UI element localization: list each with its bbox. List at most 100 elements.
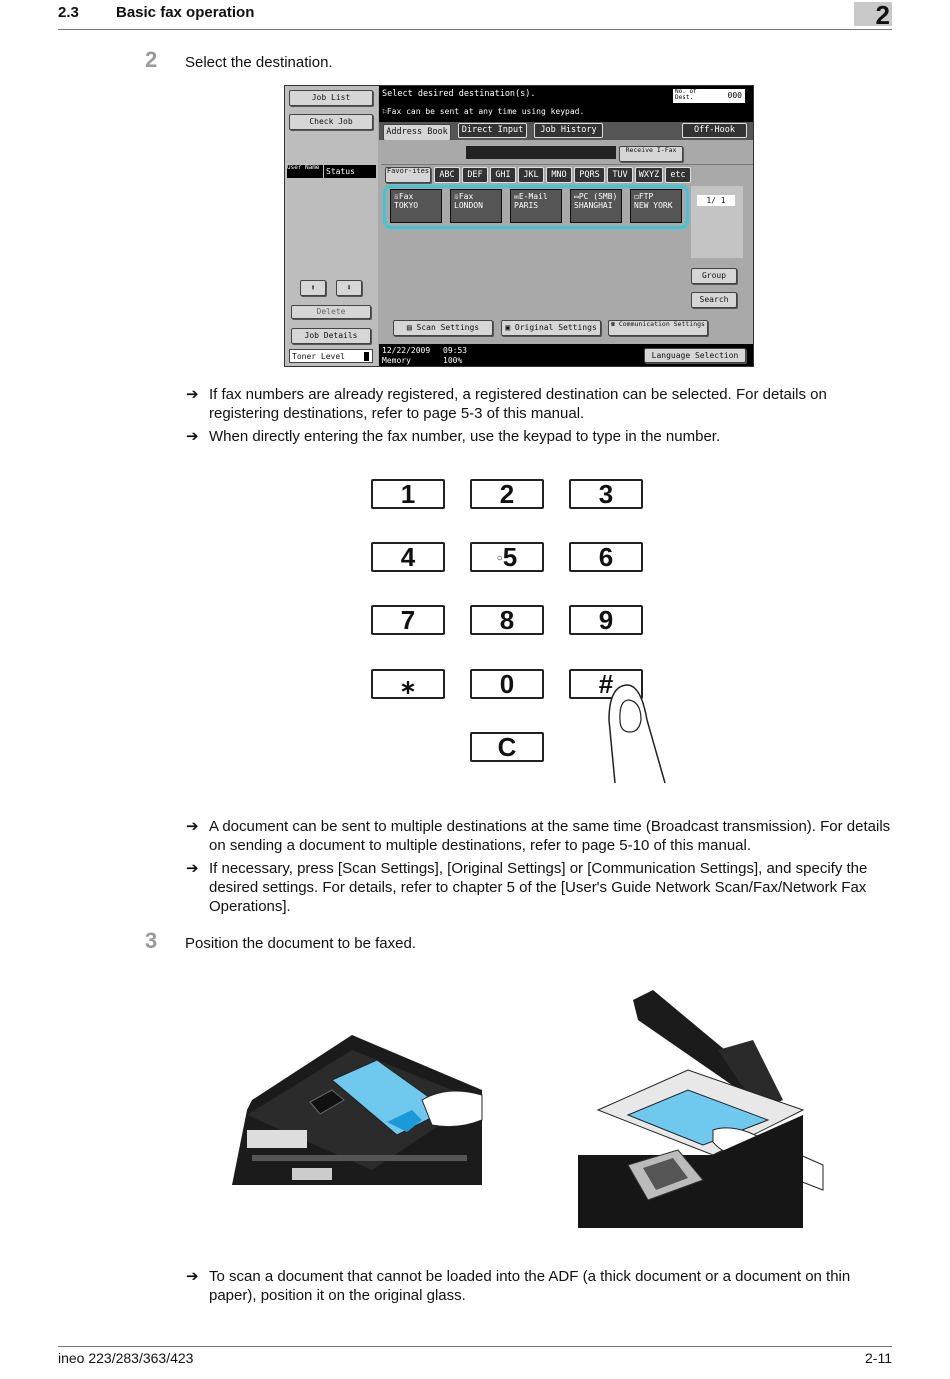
step-number: 2 <box>145 47 158 72</box>
date-text: 12/22/2009 <box>382 346 431 355</box>
email-icon: ✉ <box>514 192 519 201</box>
key-clear: C <box>470 732 544 762</box>
key-asterisk: ⁎ <box>371 669 445 699</box>
index-tab-favorites[interactable]: Favor-ites <box>385 167 431 183</box>
key-0: 0 <box>470 669 544 699</box>
key-5: ○5 <box>470 542 544 572</box>
info-icon: ⚐ <box>382 107 387 116</box>
chapter-number: 2 <box>875 0 890 30</box>
index-tab-jkl[interactable]: JKL <box>518 167 544 183</box>
arrow-right-icon: ➔ <box>186 428 199 445</box>
index-tab-ghi[interactable]: GHI <box>490 167 516 183</box>
bullet-item: ➔If necessary, press [Scan Settings], [O… <box>186 860 868 915</box>
panel-left-column <box>285 86 378 366</box>
index-tab-pqrs[interactable]: PQRS <box>574 167 605 183</box>
arrow-right-icon: ➔ <box>186 386 199 403</box>
finger-icon <box>608 684 666 784</box>
original-settings-button[interactable]: ▣ Original Settings <box>501 320 601 336</box>
message-line-1: Select desired destination(s). <box>382 89 536 99</box>
bullet-item: ➔A document can be sent to multiple dest… <box>186 818 891 854</box>
index-divider <box>381 164 753 165</box>
destination-input-field[interactable] <box>466 146 616 159</box>
memory-value: 100% <box>443 356 463 365</box>
message-line-2: ⚐Fax can be sent at any time using keypa… <box>382 107 585 116</box>
section-title: Basic fax operation <box>116 4 255 21</box>
fax-icon: ☏ <box>394 192 399 201</box>
status-label: Status <box>324 165 376 178</box>
user-name-label: User Name <box>287 165 323 178</box>
scroll-down-button[interactable]: ⬇ <box>336 280 362 296</box>
adf-loading-illustration <box>232 1035 483 1185</box>
arrow-right-icon: ➔ <box>186 860 199 877</box>
key-9: 9 <box>569 605 643 635</box>
arrow-right-icon: ➔ <box>186 818 199 835</box>
tab-address-book[interactable]: Address Book <box>383 124 451 141</box>
off-hook-button[interactable]: Off-Hook <box>682 123 747 138</box>
bullet-item: ➔If fax numbers are already registered, … <box>186 386 827 422</box>
scroll-up-button[interactable]: ⬆ <box>300 280 326 296</box>
destination-highlight <box>383 185 689 229</box>
fax-control-panel: Job List Check Job User Name Status ⬆ ⬇ … <box>284 85 754 367</box>
page-indicator: 1/ 1 <box>697 195 735 206</box>
communication-settings-button[interactable]: ☎ Communication Settings <box>608 320 708 336</box>
time-text: 09:53 <box>443 346 468 355</box>
original-icon: ▣ <box>505 323 515 332</box>
original-glass-illustration <box>578 990 824 1228</box>
footer-rule <box>58 1346 892 1347</box>
memory-label: Memory <box>382 356 411 365</box>
scan-icon: ▤ <box>406 323 417 332</box>
toner-bar-icon <box>364 352 369 361</box>
destination-count-label: No. of Dest. <box>675 88 697 101</box>
key-6: 6 <box>569 542 643 572</box>
pc-icon: ▭ <box>574 192 579 201</box>
step-text: Position the document to be faxed. <box>185 935 416 952</box>
bullet-item: ➔To scan a document that cannot be loade… <box>186 1268 851 1304</box>
index-tab-wxyz[interactable]: WXYZ <box>635 167 663 183</box>
tab-job-history[interactable]: Job History <box>534 123 603 138</box>
footer-page-number: 2-11 <box>865 1350 892 1366</box>
destination-smb-shanghai[interactable]: ▭PC (SMB)SHANGHAI <box>570 189 622 223</box>
message-area: Select desired destination(s). ⚐Fax can … <box>379 86 753 122</box>
tactile-dot-icon: ○ <box>496 553 503 565</box>
step-number: 3 <box>145 928 158 953</box>
chapter-tab: 2 <box>854 0 892 30</box>
index-tab-mno[interactable]: MNO <box>546 167 572 183</box>
key-2: 2 <box>470 479 544 509</box>
toner-level-indicator: Toner Level <box>289 349 373 363</box>
index-tab-def[interactable]: DEF <box>462 167 488 183</box>
job-list-button[interactable]: Job List <box>289 90 373 106</box>
arrow-up-icon: ⬆ <box>310 283 316 292</box>
step-text: Select the destination. <box>185 54 333 71</box>
key-7: 7 <box>371 605 445 635</box>
section-number: 2.3 <box>58 4 79 21</box>
scan-settings-button[interactable]: ▤ Scan Settings <box>393 320 493 336</box>
key-3: 3 <box>569 479 643 509</box>
index-tab-etc[interactable]: etc <box>665 167 691 183</box>
communication-icon: ☎ <box>611 320 619 328</box>
delete-button[interactable]: Delete <box>291 305 371 319</box>
header-rule <box>58 29 892 30</box>
footer-model: ineo 223/283/363/423 <box>58 1350 194 1366</box>
bullet-item: ➔When directly entering the fax number, … <box>186 428 721 445</box>
ftp-icon: ◻ <box>634 192 639 201</box>
status-bar: 12/22/2009 09:53 Memory 100% Language Se… <box>379 344 753 366</box>
check-job-button[interactable]: Check Job <box>289 114 373 130</box>
fax-icon: ☏ <box>454 192 459 201</box>
receive-ifax-button[interactable]: Receive I-Fax <box>619 146 683 162</box>
job-details-button[interactable]: Job Details <box>291 328 371 344</box>
group-button[interactable]: Group <box>691 268 737 284</box>
tab-direct-input[interactable]: Direct Input <box>458 123 527 138</box>
key-4: 4 <box>371 542 445 572</box>
key-1: 1 <box>371 479 445 509</box>
index-tab-tuv[interactable]: TUV <box>607 167 633 183</box>
language-selection-button[interactable]: Language Selection <box>644 348 746 363</box>
destination-count-value: 000 <box>727 91 742 100</box>
toner-level-label: Toner Level <box>292 352 345 361</box>
destination-count-box: No. of Dest. 000 <box>673 89 745 103</box>
search-button[interactable]: Search <box>691 292 737 308</box>
index-tab-abc[interactable]: ABC <box>434 167 460 183</box>
